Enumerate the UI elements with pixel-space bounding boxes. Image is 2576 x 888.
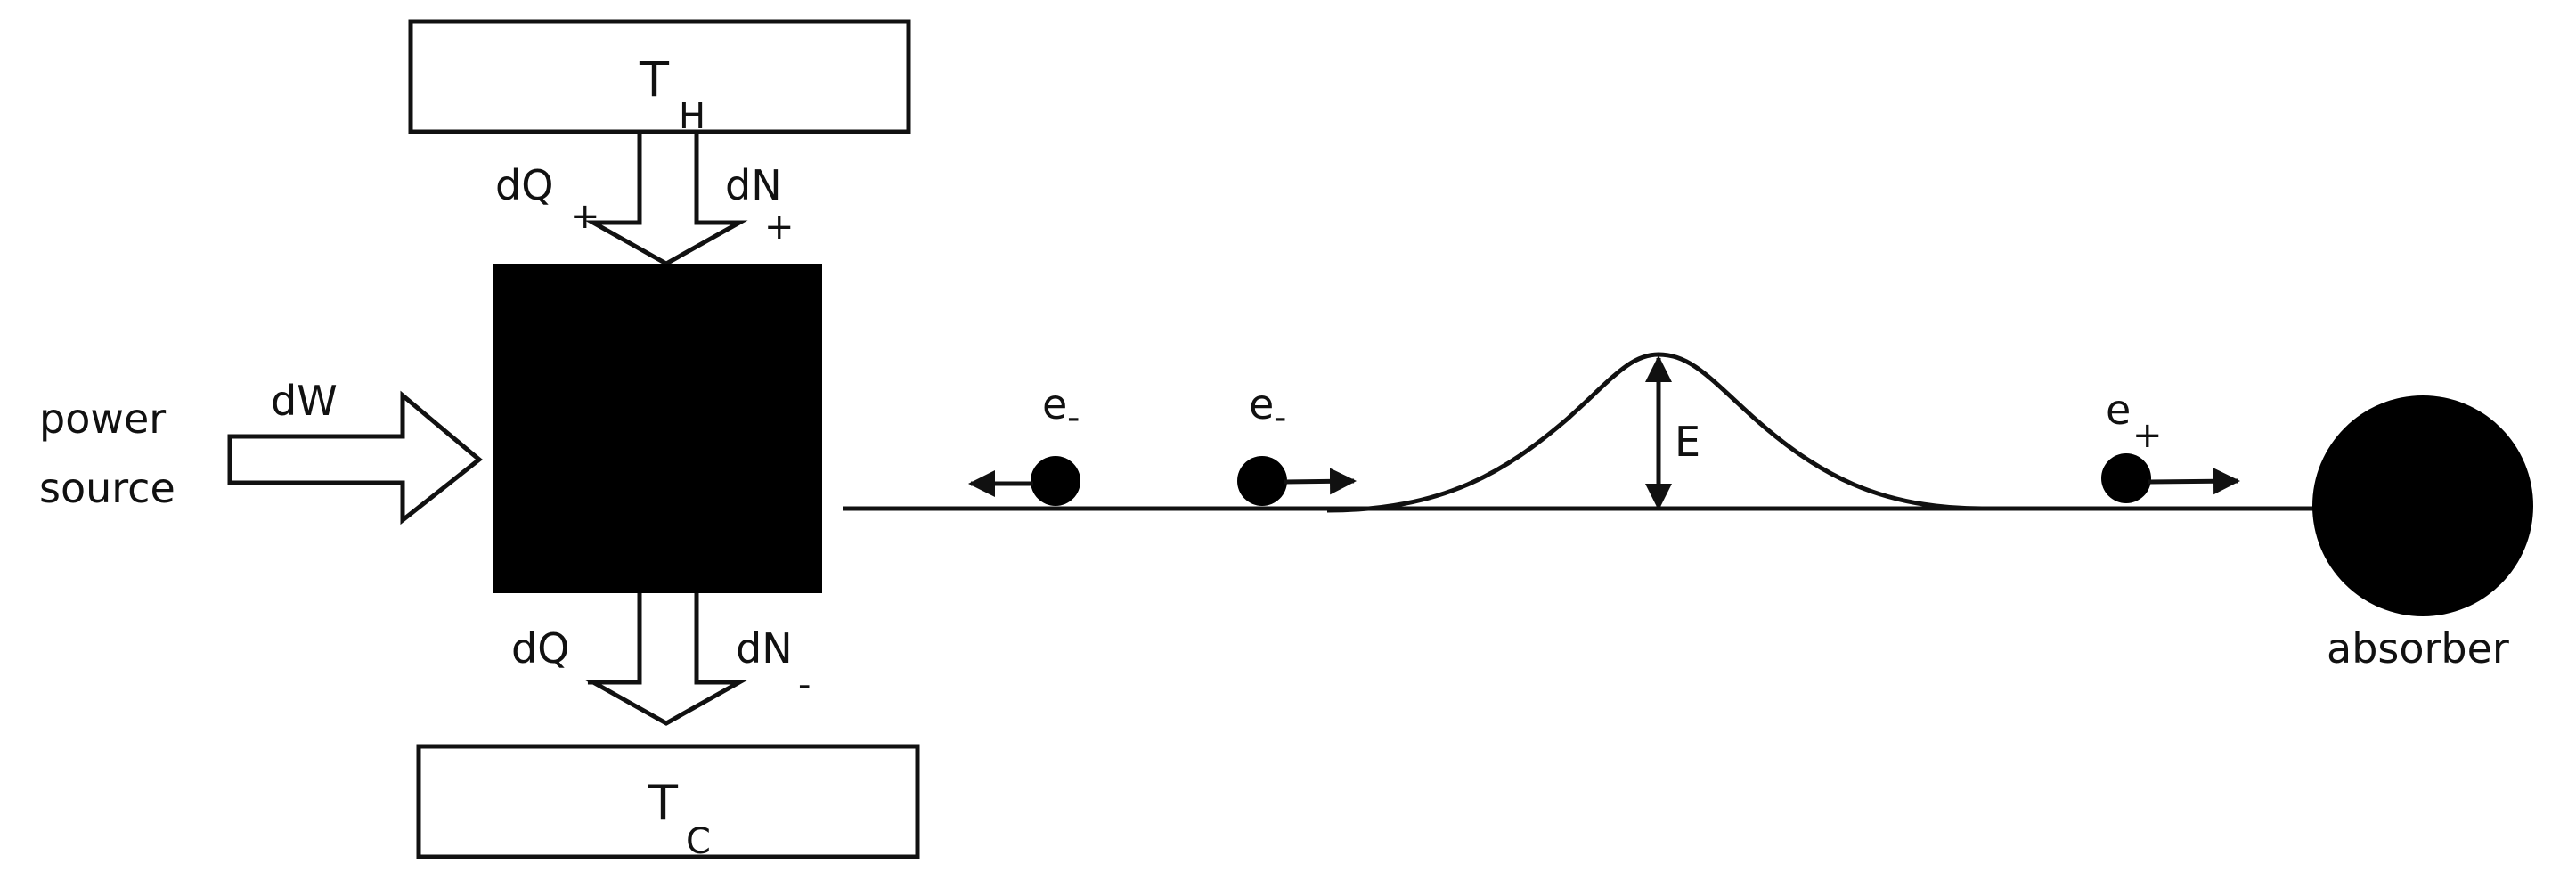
electron-left-subscript: - [1067,397,1080,438]
particles-in-subscript: + [764,207,795,248]
particles-out-subscript: - [798,664,811,705]
electron-right-label: e [1249,380,1274,428]
electron-right-particle [1237,456,1287,506]
heat-out-label: dQ [511,624,569,672]
cold-reservoir: T C [416,744,920,862]
particles-in-label: dN [725,161,782,209]
electron-plus-arrow [2148,468,2240,495]
hot-reservoir-subscript: H [679,96,705,137]
heat-in-label: dQ [495,161,553,209]
cold-reservoir-subscript: C [686,821,711,862]
electron-right-arrow [1284,468,1357,495]
engine-box [493,264,822,593]
electron-plus-label: e [2106,386,2131,434]
electron-plus-subscript: + [2132,415,2163,456]
cold-reservoir-symbol: T [648,775,679,831]
power-source-line2: source [39,464,175,512]
work-label: dW [271,377,338,425]
cold-reservoir-box [416,744,920,859]
energy-label: E [1675,418,1700,466]
work-arrow [227,390,483,525]
electron-right-subscript: - [1274,397,1286,438]
absorber-label: absorber [2327,624,2509,672]
heat-in-subscript: + [570,196,600,237]
power-source-line1: power [39,395,166,443]
electron-left-label: e [1042,380,1067,428]
hot-reservoir-symbol: T [639,52,670,108]
absorber-sphere [2312,395,2533,616]
particles-out-label: dN [736,624,793,672]
hot-input-arrow [584,134,748,266]
heat-out-subscript: - [586,661,599,702]
energy-barrier-curve [1326,352,1983,513]
hot-reservoir: T H [408,19,911,137]
electron-left-particle [1031,456,1080,506]
cold-output-arrow [584,593,748,726]
electron-plus-particle [2101,453,2151,503]
hot-reservoir-box [408,19,911,134]
